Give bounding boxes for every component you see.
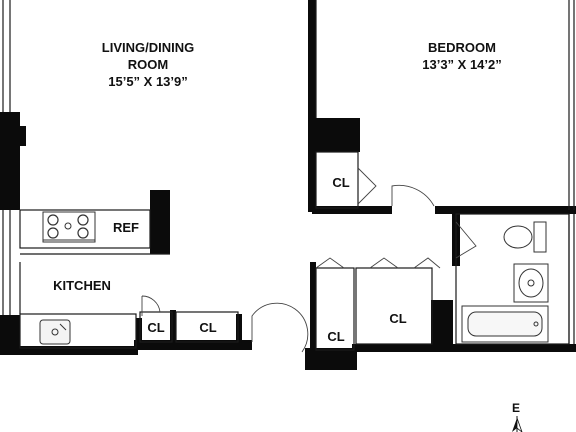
closet-label-bedroom: CL xyxy=(332,175,349,190)
wall-left-lower xyxy=(0,315,20,355)
wall-closet-stub-4 xyxy=(310,262,316,352)
bath-sink-icon xyxy=(513,263,549,303)
outlines xyxy=(2,0,575,351)
wall-bedroom-block xyxy=(316,118,360,152)
door-kitchen-closet xyxy=(141,295,161,316)
wall-bedroom-left xyxy=(308,0,316,212)
living-room-name-line1: LIVING/DINING xyxy=(102,40,194,55)
fixtures xyxy=(39,211,549,345)
wall-closet-stub-3 xyxy=(236,314,242,344)
toilet-icon xyxy=(503,221,547,253)
living-room-name-line2: ROOM xyxy=(128,57,168,72)
north-arrow-icon xyxy=(512,416,523,432)
door-closet-bedroom xyxy=(357,167,377,205)
doors xyxy=(141,167,477,353)
wall-closet-stub-1 xyxy=(136,318,142,346)
refrigerator-label: REF xyxy=(113,220,139,235)
closet-label-kitchen: CL xyxy=(147,320,164,335)
compass-label: E xyxy=(512,401,520,415)
living-room-dimensions: 15’5” X 13’9” xyxy=(108,74,188,89)
bedroom-dimensions: 13’3” X 14’2” xyxy=(422,57,502,72)
wall-bedroom-bottom-right xyxy=(435,206,576,214)
labels: LIVING/DINING ROOM 15’5” X 13’9” BEDROOM… xyxy=(53,40,502,344)
wall-bottom-right xyxy=(352,344,576,352)
closet-label-entry: CL xyxy=(199,320,216,335)
bedroom-name: BEDROOM xyxy=(428,40,496,55)
sink-icon xyxy=(39,319,71,345)
bathtub-icon xyxy=(461,305,549,343)
door-hall-closet-1 xyxy=(315,257,345,269)
wall-kitchen-stub xyxy=(150,190,170,254)
door-entry xyxy=(251,302,309,353)
stove-icon xyxy=(42,211,96,243)
kitchen-name: KITCHEN xyxy=(53,278,111,293)
wall-bottom-center xyxy=(305,348,357,370)
compass: E xyxy=(512,401,523,432)
wall-closet-stub-2 xyxy=(170,310,176,344)
closet-label-hall-2: CL xyxy=(389,311,406,326)
wall-left-notch xyxy=(12,126,26,146)
door-hall-closet-3 xyxy=(413,257,441,269)
closet-label-hall-1: CL xyxy=(327,329,344,344)
wall-bottom-mid xyxy=(134,340,252,350)
wall-bottom-left xyxy=(0,346,138,355)
wall-bedroom-bottom-left xyxy=(312,206,392,214)
door-bath xyxy=(455,221,477,259)
door-bedroom xyxy=(391,184,435,207)
wall-bath-corner xyxy=(431,300,453,350)
door-hall-closet-2 xyxy=(369,257,399,269)
